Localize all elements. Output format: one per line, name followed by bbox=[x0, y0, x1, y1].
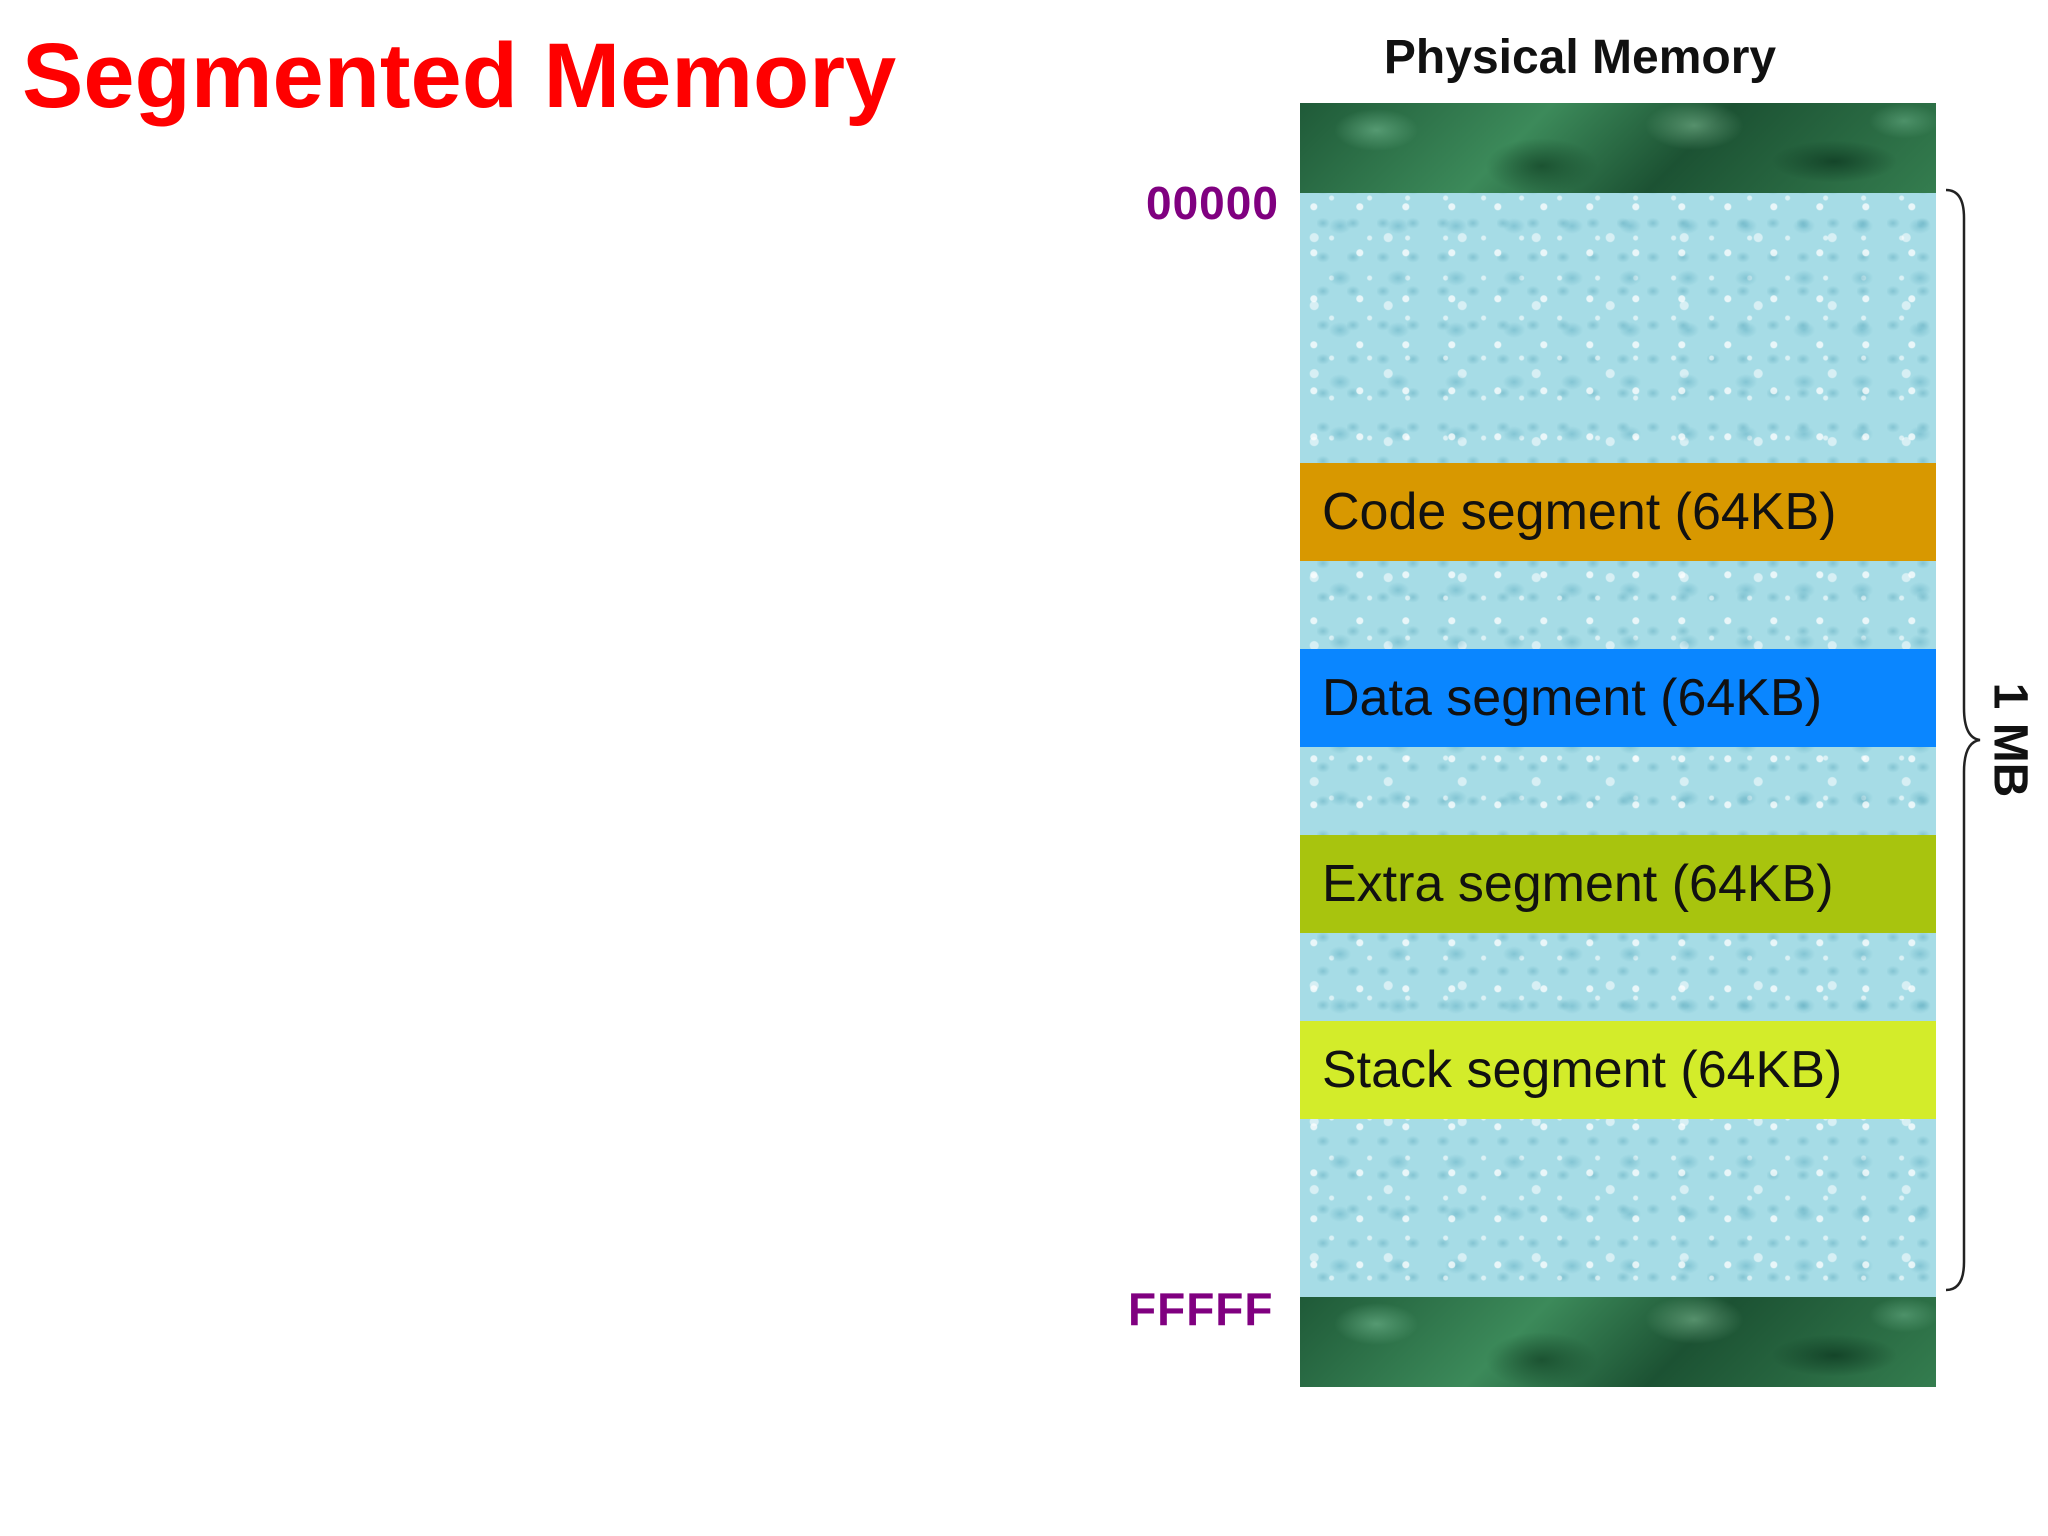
extra-segment: Extra segment (64KB) bbox=[1300, 835, 1936, 933]
code-segment: Code segment (64KB) bbox=[1300, 463, 1936, 561]
start-address-label: 00000 bbox=[1146, 177, 1279, 229]
size-label-text: 1 MB bbox=[1983, 682, 2037, 798]
memory-top-cap bbox=[1300, 103, 1936, 193]
size-brace bbox=[1945, 188, 1981, 1292]
physical-memory-heading: Physical Memory bbox=[1383, 31, 1777, 84]
memory-bottom-cap bbox=[1300, 1297, 1936, 1387]
end-address-label: FFFFF bbox=[1128, 1283, 1274, 1335]
slide-title: Segmented Memory bbox=[22, 25, 897, 127]
stack-segment: Stack segment (64KB) bbox=[1300, 1021, 1936, 1119]
data-segment: Data segment (64KB) bbox=[1300, 649, 1936, 747]
